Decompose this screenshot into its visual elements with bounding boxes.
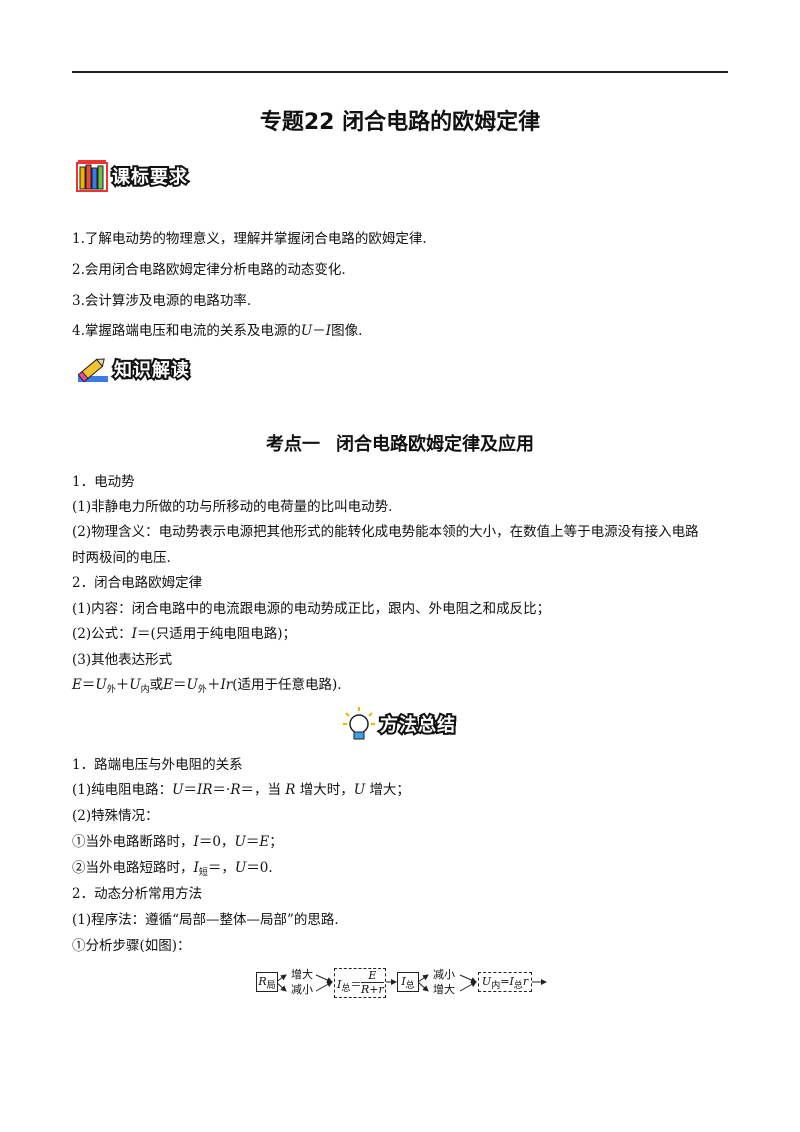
- badge-knowledge-label: 知识解读: [112, 358, 191, 383]
- kp-p3: (1)内容：闭合电路中的电流跟电源的电动势成正比，跟内、外电阻之和成反比；: [72, 601, 551, 617]
- kp-p1: (1)非静电力所做的功与所移动的电荷量的比叫电动势.: [72, 499, 393, 515]
- req-3: 3.会计算涉及电源的电路功率.: [72, 293, 252, 309]
- req-2: 2.会用闭合电路欧姆定律分析电路的动态变化.: [72, 262, 346, 278]
- books-icon: [76, 160, 108, 192]
- method-h1: 1．路端电压与外电阻的关系: [72, 757, 243, 773]
- flow-arrows: [275, 974, 547, 992]
- kp-h2: 2．闭合电路欧姆定律: [72, 575, 203, 591]
- badge-knowledge: 知识解读: [76, 352, 191, 386]
- req-1: 1.了解电动势的物理意义，理解并掌握闭合电路的欧姆定律.: [72, 231, 427, 247]
- badge-method-label: 方法总结: [378, 713, 457, 738]
- method-p1: (1)纯电阻电路：U＝IR＝·R＝，当 R 增大时，U 增大；: [72, 782, 410, 798]
- kp-h1: 1．电动势: [72, 474, 135, 490]
- lightbulb-icon: [343, 707, 375, 740]
- req-4: 4.掌握路端电压和电流的关系及电源的U－I图像.: [72, 323, 363, 339]
- flow-r-change: 增大减小: [291, 968, 313, 996]
- method-h2: 2．动态分析常用方法: [72, 886, 203, 902]
- flow-u-inner: U内=I总r: [478, 972, 532, 992]
- badge-requirements-label: 课标要求: [110, 165, 189, 190]
- badge-method: 方法总结: [342, 706, 457, 742]
- method-p3: ①当外电路断路时，I＝0，U＝E；: [72, 834, 283, 850]
- method-p5: (1)程序法：遵循“局部—整体—局部”的思路.: [72, 912, 339, 928]
- kp-p4: (2)公式：I＝(只适用于纯电阻电路)；: [72, 626, 297, 642]
- method-p2: (2)特殊情况：: [72, 808, 159, 824]
- flow-r-local: R局: [256, 972, 278, 992]
- flow-i-change: 减小增大: [433, 968, 455, 996]
- method-p6: ①分析步骤(如图)：: [72, 938, 191, 954]
- section-heading: 考点一闭合电路欧姆定律及应用: [266, 434, 534, 455]
- method-p4: ②当外电路短路时，I短＝，U＝0.: [72, 860, 273, 878]
- badge-requirements: 课标要求: [76, 159, 189, 193]
- kp-p2b: 时两极间的电压.: [72, 550, 171, 566]
- kp-p2a: (2)物理含义：电动势表示电源把其他形式的能转化成电势能本领的大小，在数值上等于…: [72, 524, 699, 540]
- kp-p6: E＝U外＋U内或E＝U外＋Ir(适用于任意电路).: [72, 677, 342, 695]
- flow-i-total-box: I总: [397, 972, 419, 992]
- kp-p5: (3)其他表达形式: [72, 652, 173, 668]
- pencil-icon: [77, 358, 108, 383]
- page-title: 专题22 闭合电路的欧姆定律: [259, 110, 541, 135]
- header-rule: [72, 71, 728, 73]
